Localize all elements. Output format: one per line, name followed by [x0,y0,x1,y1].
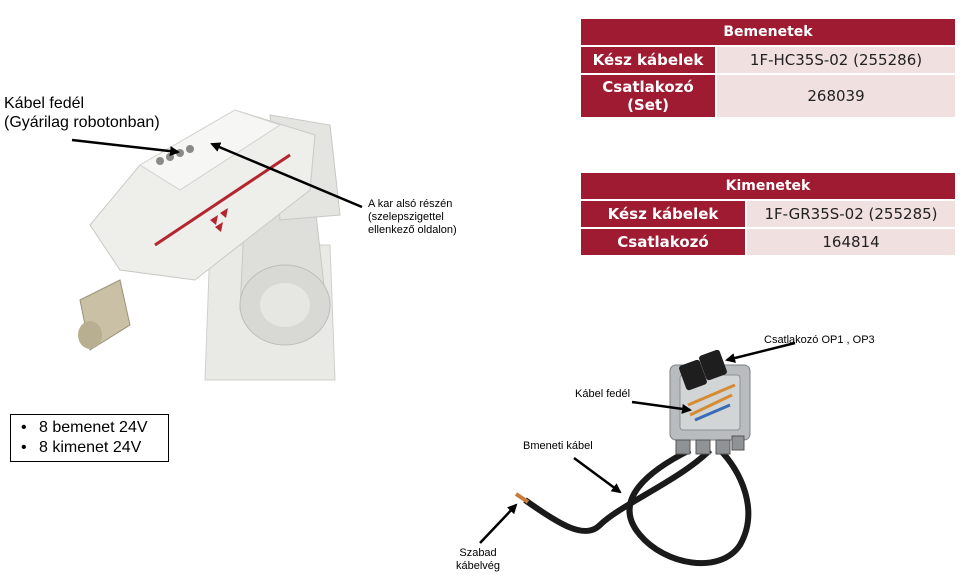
inputs-cables-key: Kész kábelek [579,45,717,75]
cover-label-line1: Kábel fedél [4,95,85,112]
arm-note-line3: ellenkező oldalon) [368,224,457,236]
outputs-connector-key: Csatlakozó [579,227,747,257]
feature-item: • 8 bemenet 24V [21,418,148,438]
inputs-cables-value: 1F-HC35S-02 (255286) [715,45,957,75]
arm-note-line1: A kar alsó részén [368,198,453,210]
inputs-connector-key: Csatlakozó (Set) [579,73,717,119]
cover-arrow [71,138,180,157]
box-cover-label: Kábel fedél [575,388,631,400]
cover-label-line2: (Gyárilag robotonban) [4,114,160,131]
box-cover-arrow [631,400,692,414]
arm-note-arrow [210,142,363,209]
inputs-connector-value: 268039 [715,73,957,119]
feature-text: 8 kimenet 24V [39,439,142,456]
connector-label: Csatlakozó OP1 , OP3 [764,334,875,346]
outputs-table: Kimenetek Kész kábelek 1F-GR35S-02 (2552… [579,171,957,257]
outputs-cables-value: 1F-GR35S-02 (255285) [745,199,957,229]
feature-text: 8 bemenet 24V [39,419,148,436]
free-end-arrow [479,503,518,544]
outputs-connector-value: 164814 [745,227,957,257]
outputs-table-header: Kimenetek [579,171,957,201]
feature-item: • 8 kimenet 24V [21,438,148,458]
inputs-connector-key-line2: (Set) [627,96,669,114]
free-end-label: Szabad kábelvég [456,547,500,573]
input-cable-arrow [573,456,622,494]
cover-label: Kábel fedél (Gyárilag robotonban) [4,94,160,132]
input-cable-label: Bmeneti kábel [523,440,593,452]
robot-arm-image [78,109,341,381]
inputs-connector-key-line1: Csatlakozó [602,78,694,96]
free-end-line1: Szabad [459,547,497,559]
arm-note: A kar alsó részén (szelepszigettel ellen… [368,198,457,237]
bullet-icon: • [21,439,27,456]
arm-note-line2: (szelepszigettel [368,211,444,223]
free-end-line2: kábelvég [456,560,501,572]
features-box: • 8 bemenet 24V • 8 kimenet 24V [10,414,169,462]
connector-arrow [725,341,796,363]
outputs-cables-key: Kész kábelek [579,199,747,229]
inputs-table: Bemenetek Kész kábelek 1F-HC35S-02 (2552… [579,17,957,119]
inputs-table-header: Bemenetek [579,17,957,47]
bullet-icon: • [21,419,27,436]
